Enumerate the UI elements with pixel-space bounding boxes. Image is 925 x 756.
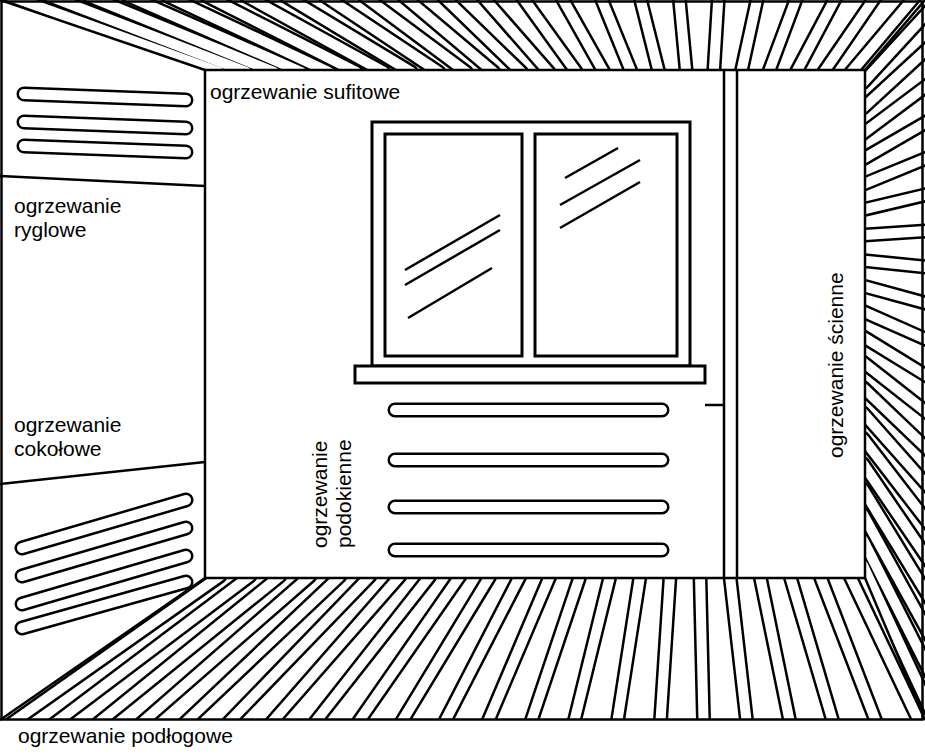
heating-pipe [863, 194, 925, 210]
heating-pipe [600, 0, 631, 72]
heating-pipe [730, 576, 748, 730]
heating-pipe [850, 576, 923, 730]
heating-type-label: ogrzewanie podokienne [308, 396, 356, 550]
rail-coil [24, 122, 186, 152]
heating-pipe [561, 0, 604, 72]
heating-pipe [700, 576, 704, 730]
heating-pipe [640, 0, 659, 72]
heating-pipe [863, 286, 925, 305]
heating-pipe [679, 0, 686, 72]
heating-pipe [741, 0, 758, 72]
heating-pipe [863, 231, 925, 236]
heating-pipe [863, 231, 925, 236]
rail-coil [24, 94, 186, 100]
window [355, 122, 705, 383]
heating-pipe [714, 0, 719, 72]
heating-pipe [769, 0, 797, 72]
room-edge [865, 578, 925, 720]
heating-type-label: ogrzewanie cokołowe [12, 413, 166, 461]
heating-pipe [863, 261, 925, 268]
heating-pipe [616, 576, 640, 730]
heating-pipe [863, 157, 925, 185]
heating-type-label: ogrzewanie podłogowe [16, 724, 235, 748]
wall-band-line [0, 462, 205, 484]
rail-coil [24, 94, 186, 100]
glass-glint [405, 148, 640, 318]
heating-pipe [760, 576, 791, 730]
heating-pipe [863, 194, 925, 210]
heating-pipe [482, 0, 549, 72]
room-edge [865, 0, 925, 70]
heating-pipe [760, 576, 791, 730]
pipe-link [705, 404, 724, 407]
heating-pipe [441, 576, 520, 730]
heating-type-label: ogrzewanie ryglowe [12, 194, 146, 242]
heating-pipe [600, 0, 631, 72]
skirting-coil [22, 556, 186, 628]
heating-pipe [863, 120, 925, 159]
heating-pipe [820, 576, 879, 730]
heating-pipe [572, 576, 610, 730]
heating-pipe [528, 576, 580, 730]
heating-pipe [850, 576, 923, 730]
skirting-coil [22, 556, 186, 628]
riser-pipe [723, 70, 726, 578]
heating-pipe [640, 0, 659, 72]
underwindow-coil [395, 410, 662, 550]
heating-pipe [741, 0, 758, 72]
heating-pipe [863, 362, 925, 415]
heating-pipe [660, 576, 670, 730]
room-edge [0, 0, 205, 70]
heating-pipe [443, 0, 521, 72]
heating-pipe [824, 0, 876, 72]
heating-pipe [572, 576, 610, 730]
wall-band-line [0, 176, 205, 186]
back-wall [205, 70, 865, 578]
heating-pipe [863, 286, 925, 305]
heating-type-label: ogrzewanie ścienne [824, 270, 848, 460]
heating-pipe [221, 576, 370, 730]
heating-pipe [679, 0, 686, 72]
heating-pipe [616, 576, 640, 730]
room-outline [2, 2, 923, 720]
heating-pipe [660, 576, 670, 730]
riser-pipe [736, 70, 739, 578]
heating-pipe [863, 9, 925, 83]
heating-pipe [730, 576, 748, 730]
heating-pipe [177, 576, 340, 730]
underwindow-coil [395, 410, 662, 550]
ceiling-coil [10, 0, 916, 72]
heating-pipe [714, 0, 719, 72]
heating-pipe [863, 261, 925, 268]
heating-pipe [863, 157, 925, 185]
heating-pipe [769, 0, 797, 72]
heating-type-label: ogrzewanie sufitowe [208, 80, 402, 104]
rail-coil [24, 122, 186, 152]
heating-pipe [700, 576, 704, 730]
